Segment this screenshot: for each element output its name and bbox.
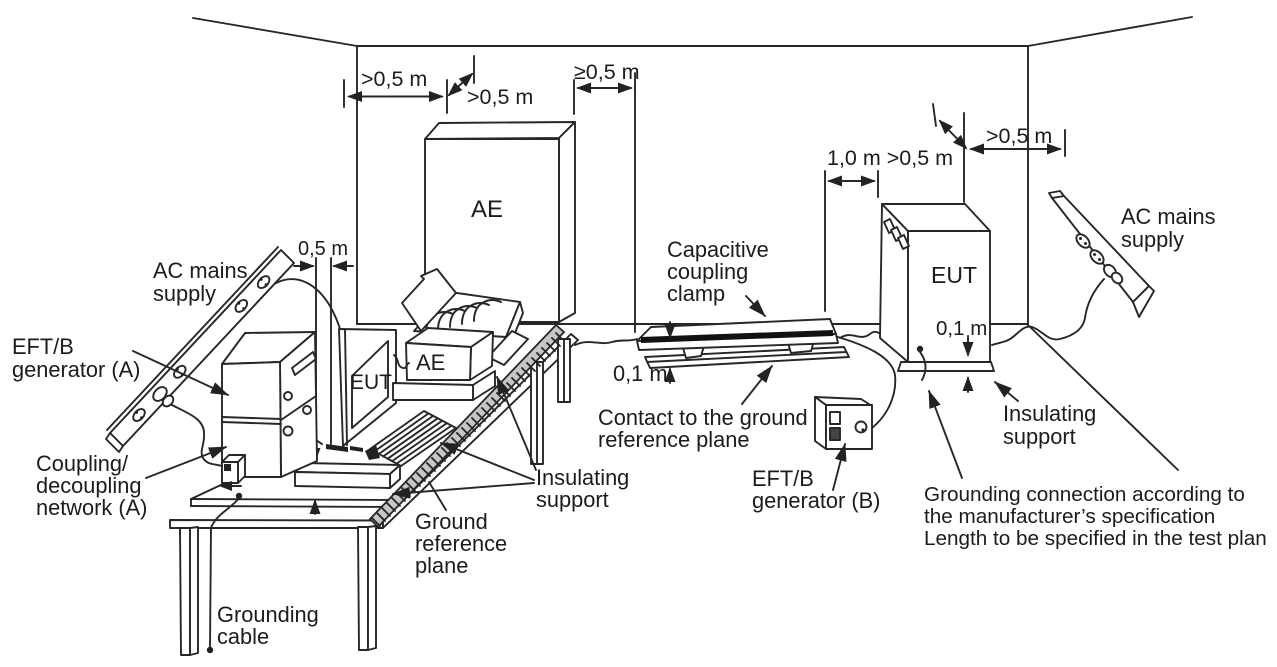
svg-text:network (A): network (A) — [36, 495, 147, 520]
svg-text:Ground: Ground — [415, 509, 488, 534]
svg-text:plane: plane — [415, 553, 468, 578]
svg-text:EUT: EUT — [931, 262, 977, 288]
svg-text:1,0 m >0,5 m: 1,0 m >0,5 m — [827, 146, 953, 170]
svg-text:supply: supply — [153, 281, 216, 306]
svg-text:AC mains: AC mains — [153, 258, 248, 283]
svg-text:the manufacturer’s specificati: the manufacturer’s specification — [924, 505, 1215, 528]
svg-text:>0,5 m: >0,5 m — [467, 85, 533, 109]
svg-text:Length to be specified in the: Length to be specified in the test plan — [924, 527, 1267, 550]
svg-text:AC mains: AC mains — [1121, 204, 1216, 229]
svg-text:≥0,5 m: ≥0,5 m — [574, 60, 640, 84]
svg-text:>0,5 m: >0,5 m — [361, 67, 427, 91]
svg-text:generator (B): generator (B) — [752, 488, 880, 513]
svg-text:0,1 m: 0,1 m — [613, 361, 668, 386]
svg-text:Grounding connection according: Grounding connection according to — [924, 483, 1245, 506]
svg-text:EFT/B: EFT/B — [12, 334, 74, 359]
svg-text:support: support — [536, 487, 609, 512]
svg-text:decoupling: decoupling — [36, 473, 141, 498]
svg-text:Insulating: Insulating — [1003, 401, 1096, 426]
svg-text:reference plane: reference plane — [598, 427, 749, 452]
svg-text:AE: AE — [471, 196, 503, 223]
svg-text:Coupling/: Coupling/ — [36, 451, 129, 476]
svg-text:generator (A): generator (A) — [12, 357, 140, 382]
svg-text:support: support — [1003, 424, 1076, 449]
svg-text:reference: reference — [415, 531, 507, 556]
svg-text:0,1 m: 0,1 m — [936, 317, 987, 340]
svg-text:AE: AE — [416, 350, 445, 375]
svg-text:Insulating: Insulating — [536, 465, 629, 490]
svg-text:coupling: coupling — [667, 259, 748, 284]
svg-text:Contact to the ground: Contact to the ground — [598, 405, 808, 430]
svg-text:>0,5 m: >0,5 m — [986, 124, 1052, 148]
svg-text:supply: supply — [1121, 227, 1184, 252]
svg-text:cable: cable — [217, 624, 269, 649]
svg-text:EFT/B: EFT/B — [752, 466, 814, 491]
svg-text:EUT: EUT — [350, 371, 392, 394]
svg-text:clamp: clamp — [667, 281, 725, 306]
svg-text:Grounding: Grounding — [217, 602, 319, 627]
svg-text:Capacitive: Capacitive — [667, 237, 769, 262]
svg-text:0,5 m: 0,5 m — [298, 238, 348, 260]
